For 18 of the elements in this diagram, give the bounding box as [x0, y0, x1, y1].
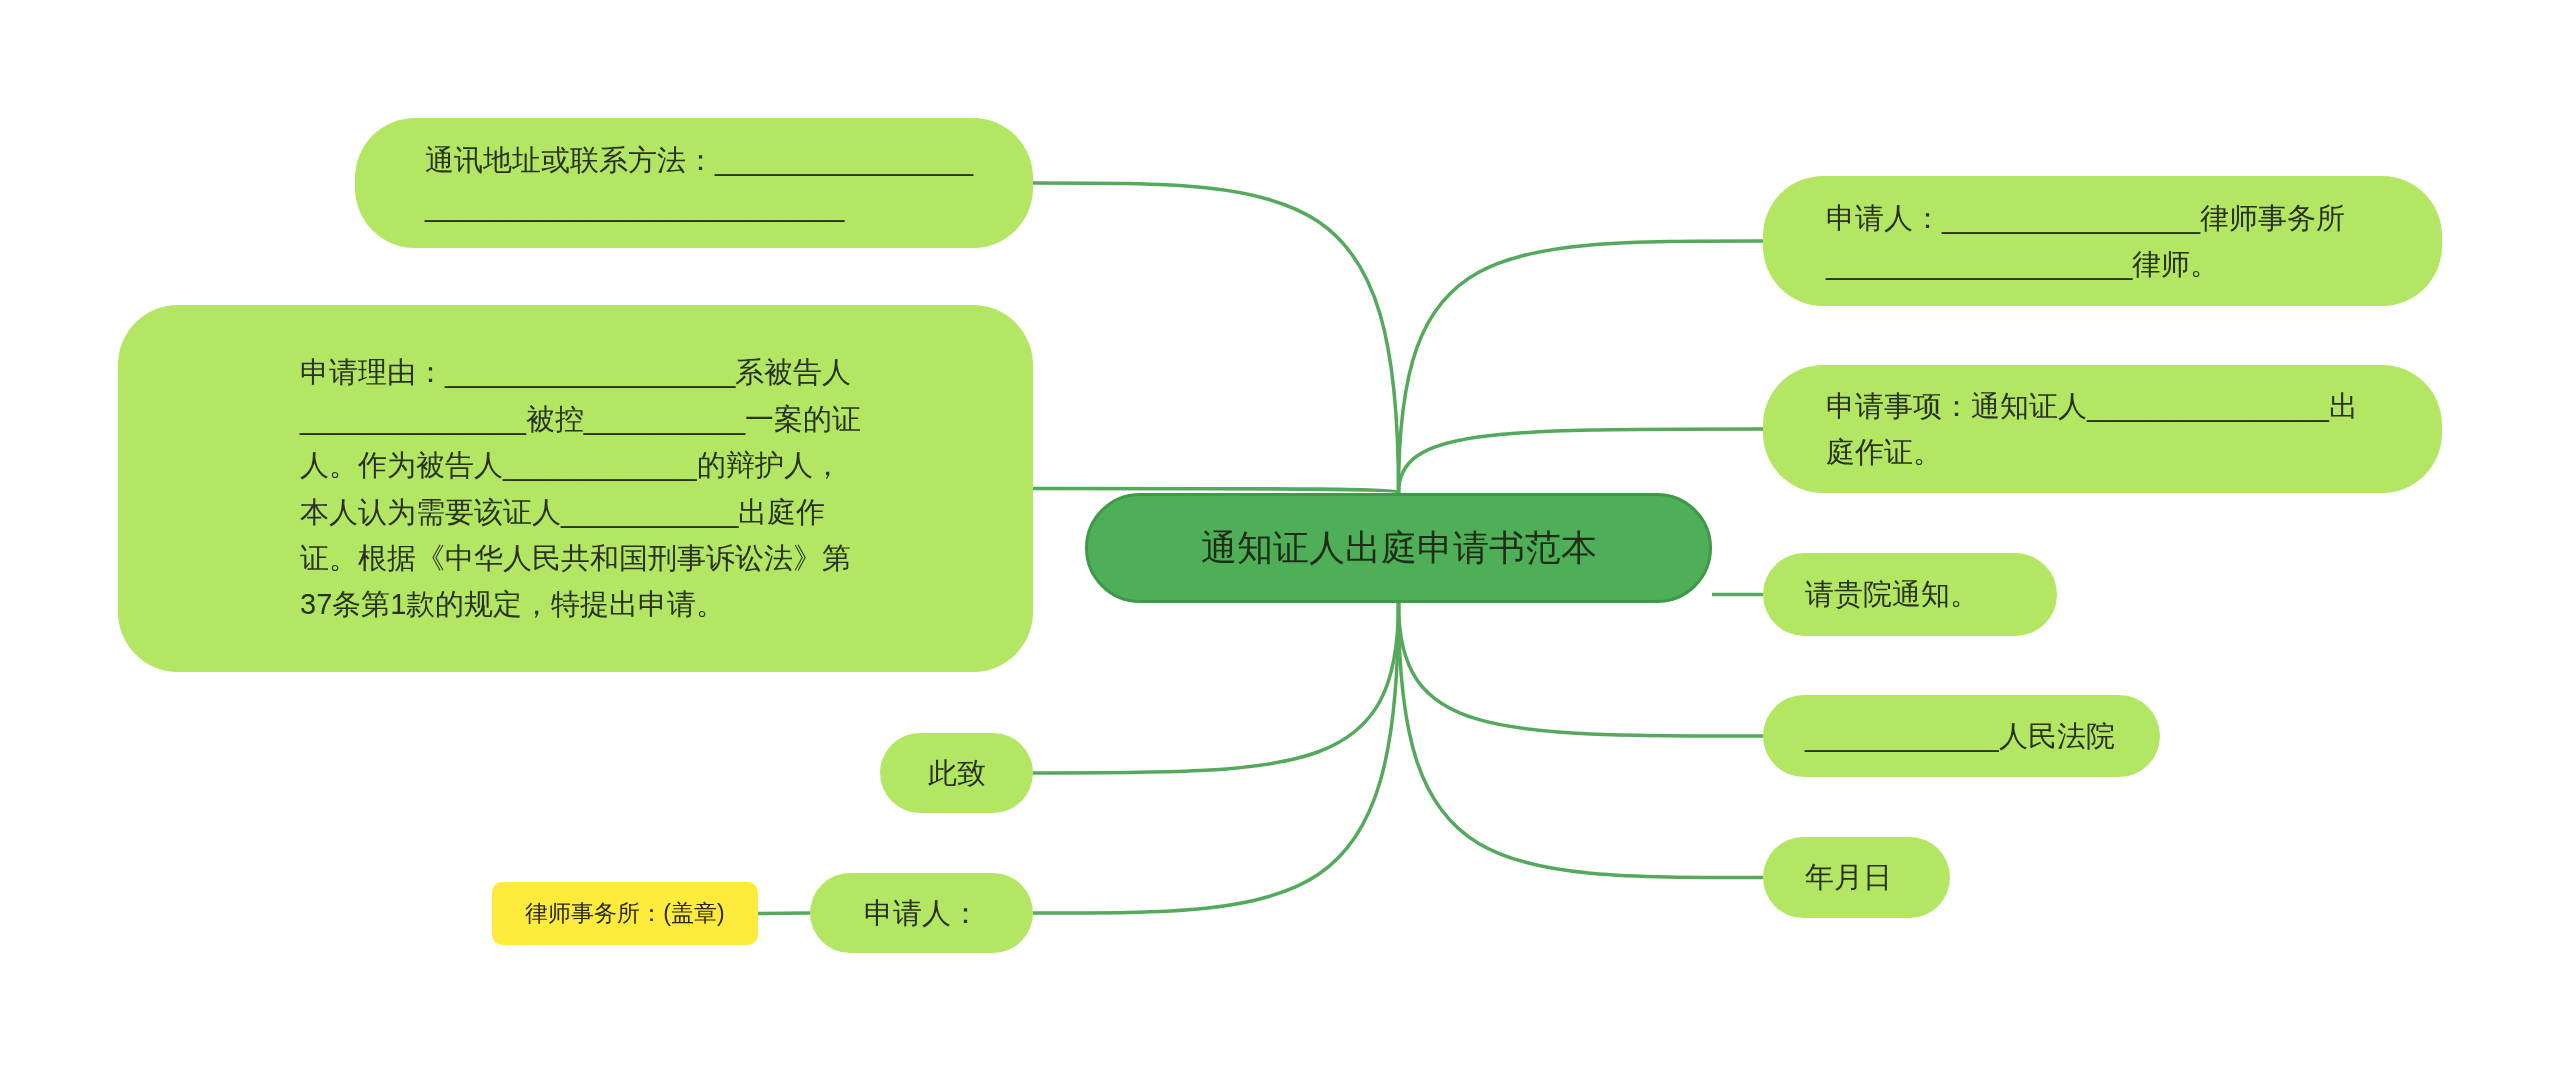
topic-text: 申请理由：__________________系被告人______________被控__________一案的证人。作为被告人____________的辩护人，本人认为需要该证人___________出庭作证。根据《中华人民共和国刑事诉讼法》第37条第1款的规定，特提出申请。 — [300, 355, 863, 623]
connector-line — [758, 911, 810, 916]
topic-pill — [118, 305, 1033, 672]
topic-text: 申请人：________________律师事务所___________________律师。 — [1826, 200, 2347, 282]
connector-line — [1396, 602, 1763, 880]
note-tag — [492, 882, 758, 945]
topic-text: 此致 — [927, 755, 986, 791]
topic-text: 申请事项：通知证人_______________出庭作证。 — [1826, 388, 2359, 470]
topic-text: 申请人： — [863, 895, 980, 931]
topic-text: 通讯地址或联系方法：__________________________________________ — [425, 142, 975, 224]
topic-text: 律师事务所：(盖章) — [525, 899, 725, 929]
connector-line — [1033, 486, 1400, 495]
connector-line — [1396, 427, 1763, 494]
topic-text: 请贵院通知。 — [1805, 577, 1979, 613]
connector-line — [1712, 592, 1763, 597]
topic-text: 通知证人出庭申请书范本 — [1200, 526, 1597, 571]
topic-text: 年月日 — [1805, 860, 1892, 896]
topic-text: ____________人民法院 — [1805, 718, 2115, 754]
